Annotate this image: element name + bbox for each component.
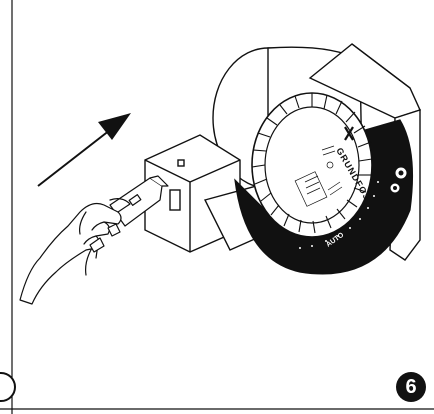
nameplate	[294, 145, 343, 207]
grundfos-logo	[344, 126, 354, 141]
step-number-badge: 6	[396, 372, 426, 402]
pump-front-face: GRUNDFOS	[251, 92, 373, 238]
led-indicators	[299, 181, 379, 249]
direction-arrow	[37, 113, 131, 187]
hand-with-plug	[19, 175, 169, 305]
cooling-fins	[251, 93, 373, 234]
